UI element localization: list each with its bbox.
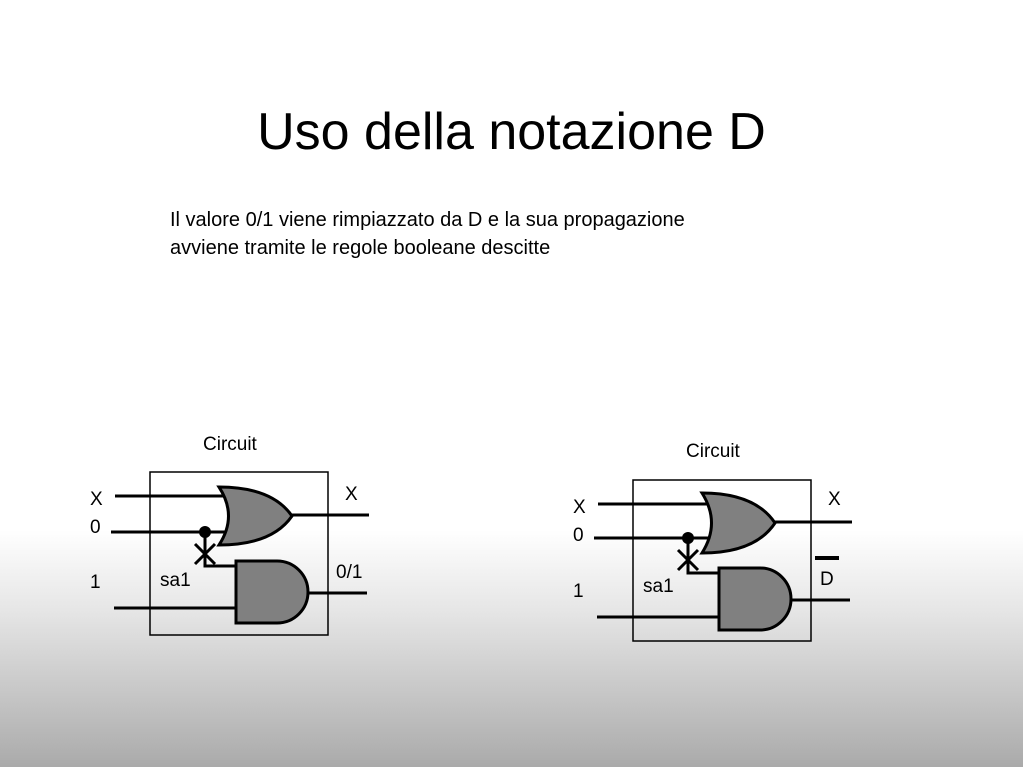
wire-branch	[203, 532, 236, 568]
wire-branch	[686, 538, 719, 575]
output-label-or: X	[828, 489, 841, 510]
input-label-1: 1	[573, 581, 584, 602]
output-label-and: D	[820, 569, 834, 590]
circuit-left: Circuit X 0 1 sa1 X 0/1	[90, 434, 369, 636]
body-line: avviene tramite le regole booleane desci…	[170, 237, 551, 259]
fault-label: sa1	[160, 570, 191, 591]
or-gate	[699, 491, 777, 555]
input-label-x: X	[90, 489, 103, 510]
body-line: Il valore 0/1 viene rimpiazzato da D e l…	[170, 209, 685, 231]
slide-title: Uso della notazione D	[257, 103, 766, 161]
fault-x-mark	[676, 548, 700, 572]
slide-body-text: Il valore 0/1 viene rimpiazzato da D e l…	[170, 206, 810, 262]
junction-dot	[682, 532, 694, 544]
circuit-title: Circuit	[203, 434, 258, 455]
input-label-0: 0	[90, 517, 101, 538]
d-bar-overline	[815, 556, 839, 560]
fault-x-mark	[193, 542, 217, 566]
input-label-0: 0	[573, 525, 584, 546]
or-gate	[216, 485, 294, 547]
circuit-box	[149, 471, 329, 636]
input-label-x: X	[573, 497, 586, 518]
and-gate	[234, 559, 310, 625]
and-gate	[717, 566, 793, 632]
fault-label: sa1	[643, 576, 674, 597]
output-label-and: 0/1	[336, 562, 362, 583]
output-label-or: X	[345, 484, 358, 505]
circuit-title: Circuit	[686, 441, 741, 462]
input-label-1: 1	[90, 572, 101, 593]
junction-dot	[199, 526, 211, 538]
circuit-right: Circuit X 0 1 sa1 X D	[573, 441, 852, 642]
circuit-box	[632, 479, 812, 642]
